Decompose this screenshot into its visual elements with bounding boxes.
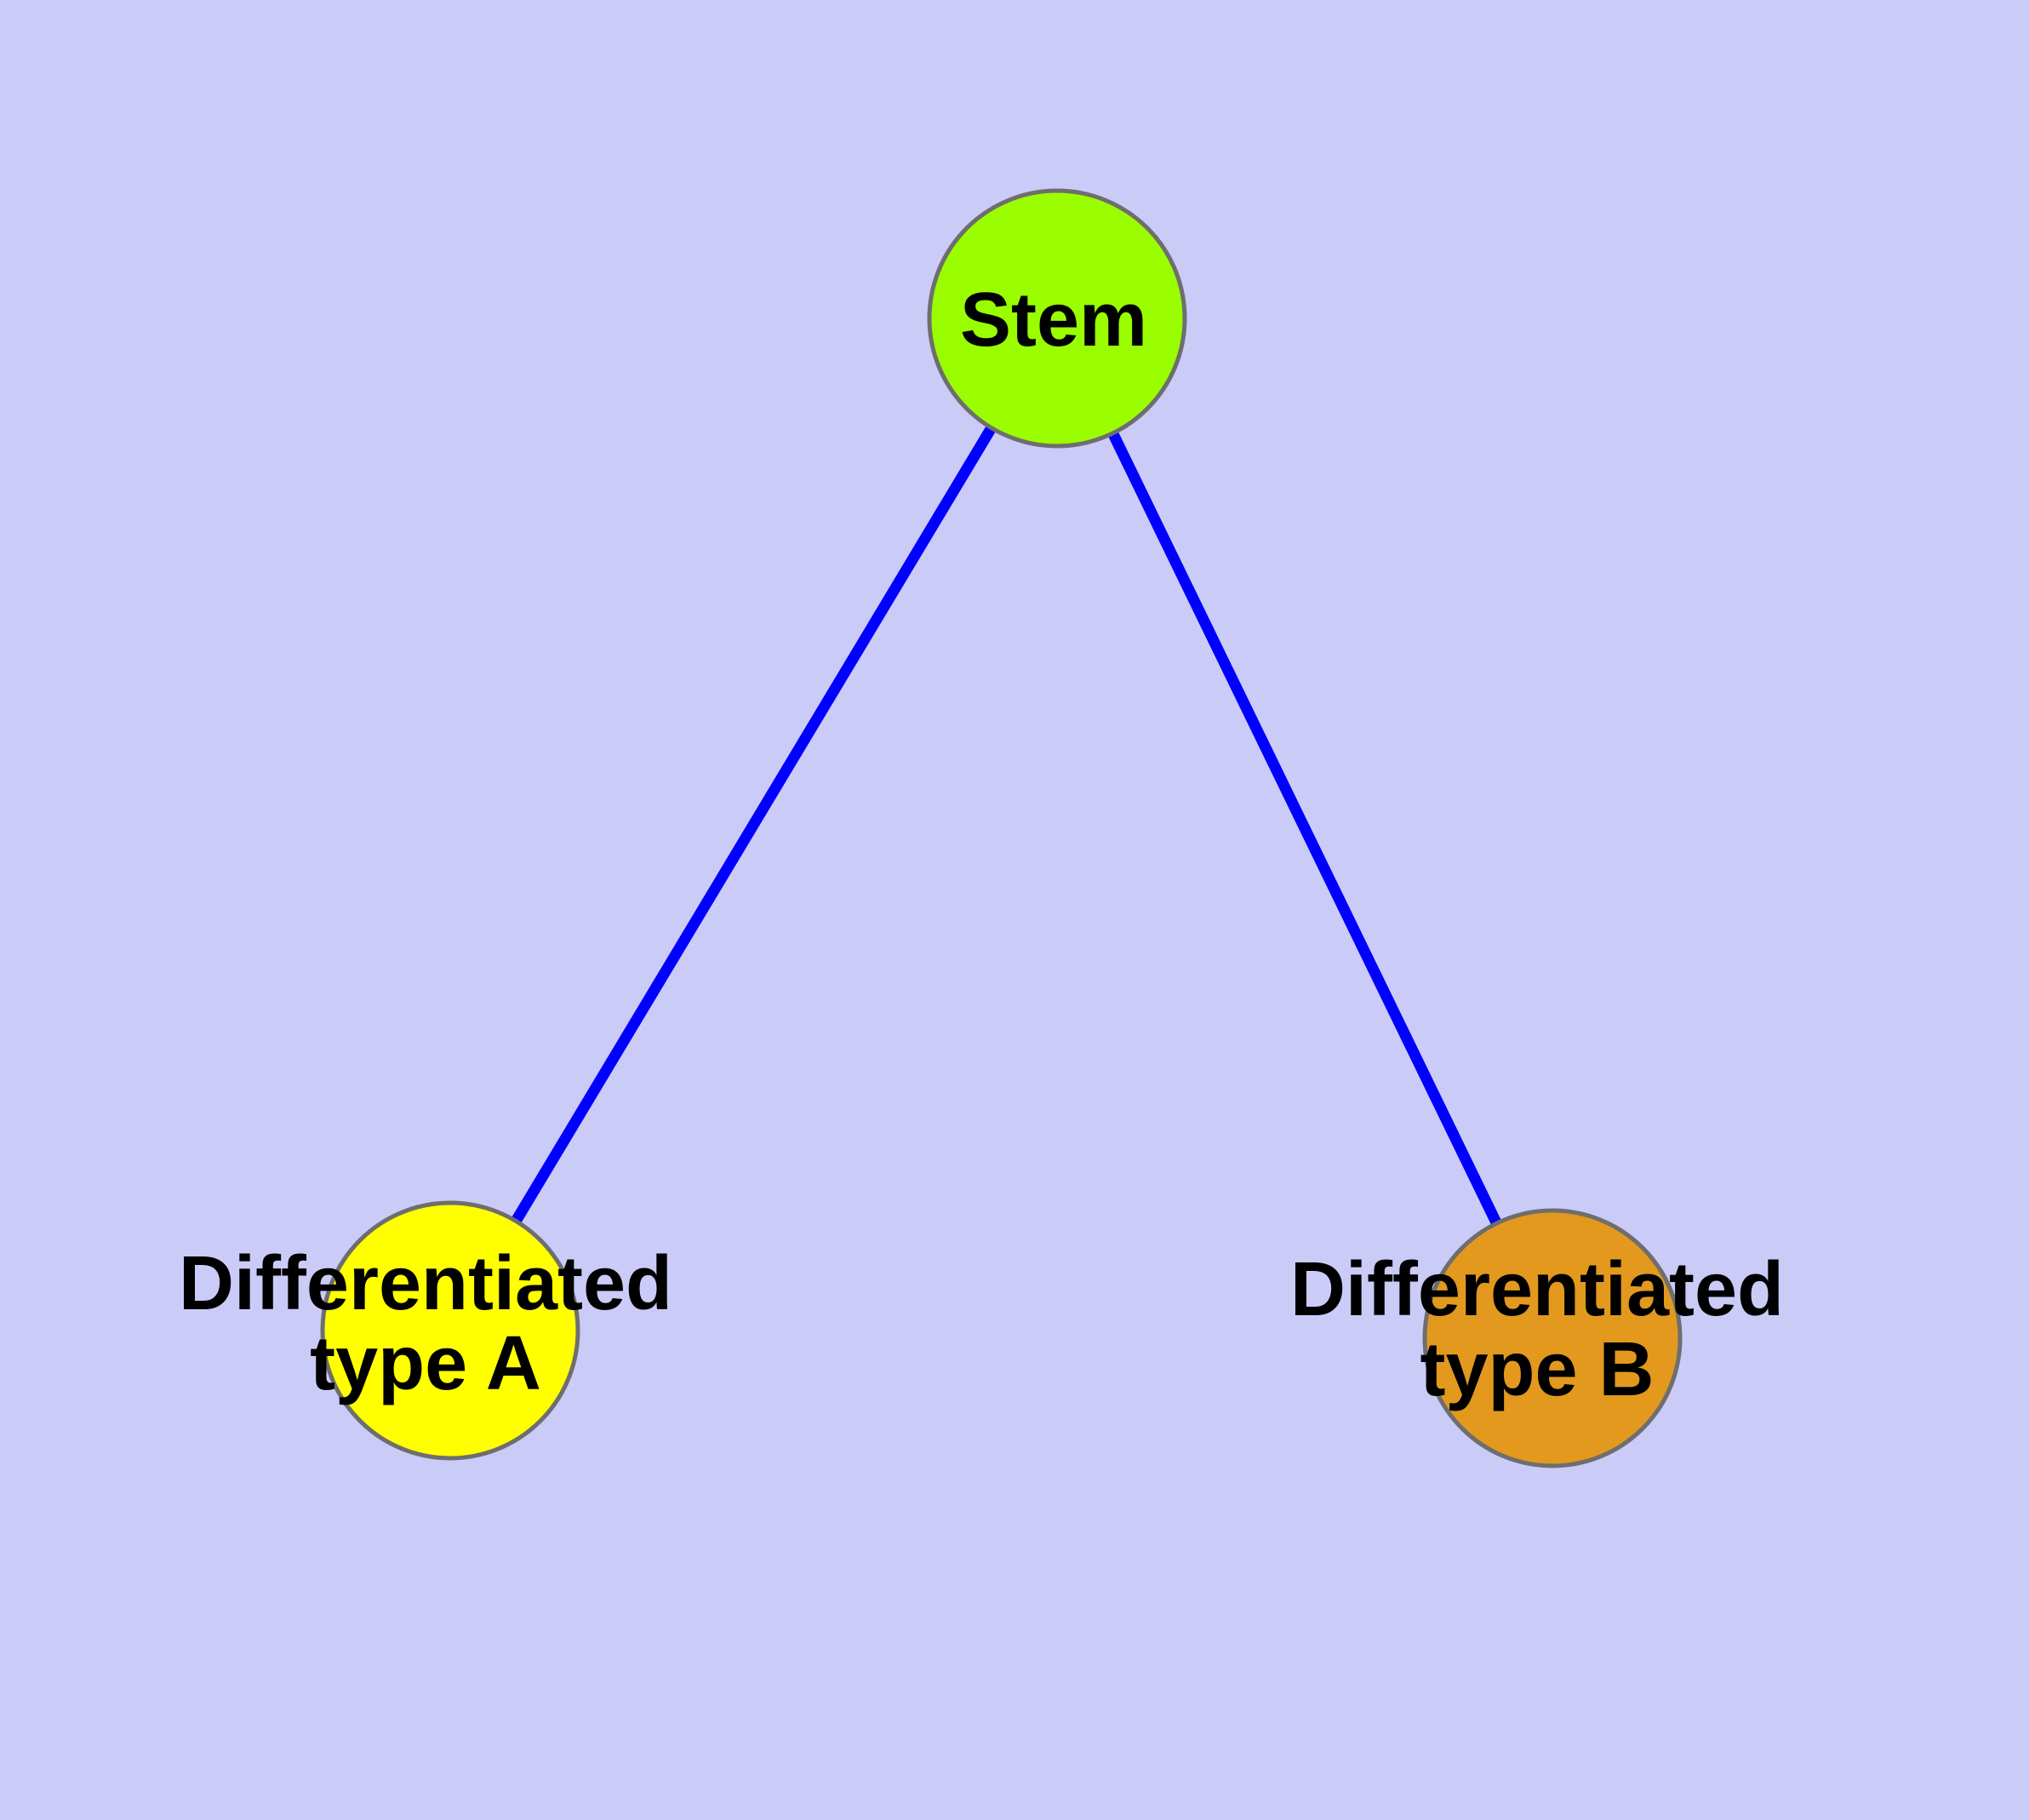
node-type-a-circle — [320, 1200, 580, 1461]
edge-stem-to-type-a — [445, 315, 1062, 1334]
node-type-a-label-line2: type A — [310, 1321, 541, 1406]
node-stem-label: Stem — [960, 278, 1147, 363]
node-type-b-circle — [1422, 1208, 1683, 1468]
node-type-b-label-line2: type B — [1420, 1327, 1654, 1412]
node-type-b-label-line1: Differentiated — [1290, 1247, 1784, 1332]
edge-stem-to-type-b — [1052, 316, 1557, 1341]
node-type-a-label-line1: Differentiated — [179, 1241, 672, 1326]
node-stem-circle — [927, 188, 1187, 449]
